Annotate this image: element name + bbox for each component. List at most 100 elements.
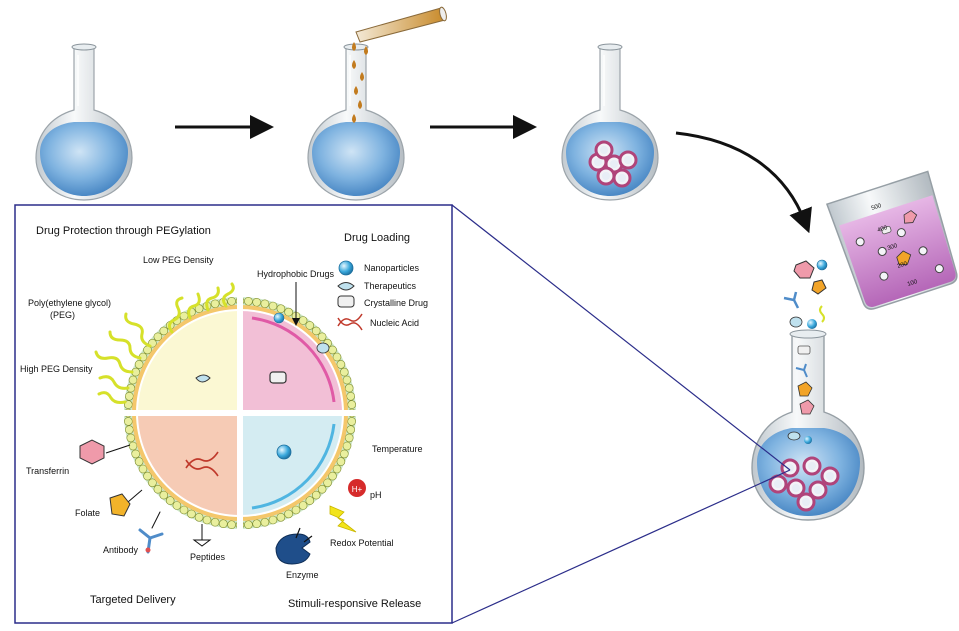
svg-text:300: 300 — [887, 243, 899, 252]
peptide-icon — [192, 524, 212, 547]
svg-text:H+: H+ — [352, 485, 363, 494]
lipid-bead — [328, 471, 337, 481]
lipid-bead — [153, 332, 163, 342]
nucleic-acid-icon — [185, 451, 219, 477]
lipid-bead — [153, 484, 163, 494]
falling-cargo — [783, 259, 828, 329]
lipid-bead — [252, 297, 262, 307]
lipid-bead — [342, 375, 352, 385]
lipid-bead — [311, 326, 321, 336]
lipid-bead — [346, 425, 356, 435]
flask-nanoparticles — [561, 43, 659, 201]
lipid-bead — [125, 391, 134, 401]
lipid-bead — [244, 296, 253, 306]
lipid-bead — [346, 391, 356, 401]
title-loading: Drug Loading — [344, 232, 410, 244]
label-temperature: Temperature — [372, 444, 423, 454]
lipid-bead — [339, 449, 349, 459]
lipid-bead — [179, 505, 189, 515]
lipid-bead — [305, 496, 315, 505]
lipid-bead — [311, 490, 321, 500]
label-peg-line2: (PEG) — [50, 310, 75, 320]
lipid-bead — [159, 326, 169, 336]
zoom-line-top — [451, 204, 791, 471]
nanoparticle-icon — [276, 444, 292, 460]
lipid-bead — [342, 441, 352, 451]
lipid-bead — [344, 383, 354, 393]
lipid-bead — [276, 304, 286, 314]
legend-label: Therapeutics — [364, 281, 417, 291]
lipid-bead — [317, 332, 327, 342]
lipid-bead — [268, 515, 278, 525]
zoom-line-bottom — [451, 469, 791, 624]
lipid-bead — [134, 360, 144, 369]
lipid-bead — [328, 345, 337, 355]
lipid-bead — [347, 417, 357, 426]
label-low-peg: Low PEG Density — [143, 255, 214, 265]
lipid-bead — [323, 478, 332, 488]
svg-text:400: 400 — [877, 225, 889, 234]
title-stimuli: Stimuli-responsive Release — [288, 598, 421, 610]
lipid-bead — [284, 307, 293, 317]
lipid-bead — [202, 515, 212, 525]
lipid-bead — [317, 484, 327, 494]
beaker — [825, 170, 958, 310]
lipid-bead — [227, 520, 236, 530]
lipid-bead — [284, 509, 293, 519]
label-antibody: Antibody — [103, 545, 139, 555]
legend-label: Nanoparticles — [364, 263, 420, 273]
lipid-bead — [276, 512, 286, 522]
lipid-bead — [128, 375, 138, 385]
label-high-peg: High PEG Density — [20, 364, 93, 374]
lipid-bead — [210, 517, 220, 527]
lipid-bead — [332, 352, 342, 362]
therapeutic-icon — [195, 374, 211, 383]
lipid-bead — [268, 301, 278, 311]
lipid-bead — [210, 299, 220, 309]
ph-icon: H+ — [348, 479, 366, 497]
lipid-bead — [305, 321, 315, 330]
peg-chains — [94, 282, 235, 404]
label-peg-line1: Poly(ethylene glycol) — [28, 298, 111, 308]
pipette-icon — [352, 6, 447, 123]
lipid-bead — [252, 519, 262, 529]
flask-empty — [35, 43, 133, 201]
lipid-bead — [143, 471, 152, 481]
lipid-bead — [336, 457, 346, 466]
lipid-bead — [332, 464, 342, 474]
lipid-bead — [187, 509, 196, 519]
quadrant-loading — [240, 311, 342, 413]
svg-text:100: 100 — [907, 279, 919, 288]
title-targeted: Targeted Delivery — [90, 594, 176, 606]
enzyme-icon — [275, 527, 313, 565]
lipid-bead — [125, 425, 134, 435]
nanoparticle-cross-section — [123, 296, 357, 530]
lipid-bead — [124, 417, 133, 426]
lipid-bead — [219, 519, 228, 529]
svg-text:200: 200 — [897, 261, 909, 270]
label-enzyme: Enzyme — [286, 570, 319, 580]
folate-icon — [109, 493, 131, 517]
quadrant-stimuli — [240, 413, 342, 515]
lipid-bead — [244, 520, 253, 530]
lipid-bead — [172, 501, 182, 510]
lipid-bead — [227, 296, 236, 306]
lipid-bead — [126, 433, 136, 443]
beaker-ticks: 500 400 300 200 100 — [871, 203, 919, 288]
lipid-bead — [138, 464, 148, 474]
label-redox: Redox Potential — [330, 538, 394, 548]
lipid-bead — [134, 457, 144, 466]
flask-final — [751, 329, 865, 521]
crystalline-drug-icon — [269, 371, 287, 384]
lipid-bead — [159, 490, 169, 500]
lipid-bead — [291, 505, 301, 515]
title-protection: Drug Protection through PEGylation — [36, 225, 211, 237]
quadrant-peg — [138, 311, 240, 413]
lipid-bead — [179, 311, 189, 321]
legend-label: Crystalline Drug — [364, 298, 428, 308]
lipid-bead — [344, 433, 354, 443]
lipid-bead — [339, 367, 349, 377]
lipid-bead — [128, 441, 138, 451]
label-folate: Folate — [75, 508, 100, 518]
label-peptides: Peptides — [190, 552, 226, 562]
